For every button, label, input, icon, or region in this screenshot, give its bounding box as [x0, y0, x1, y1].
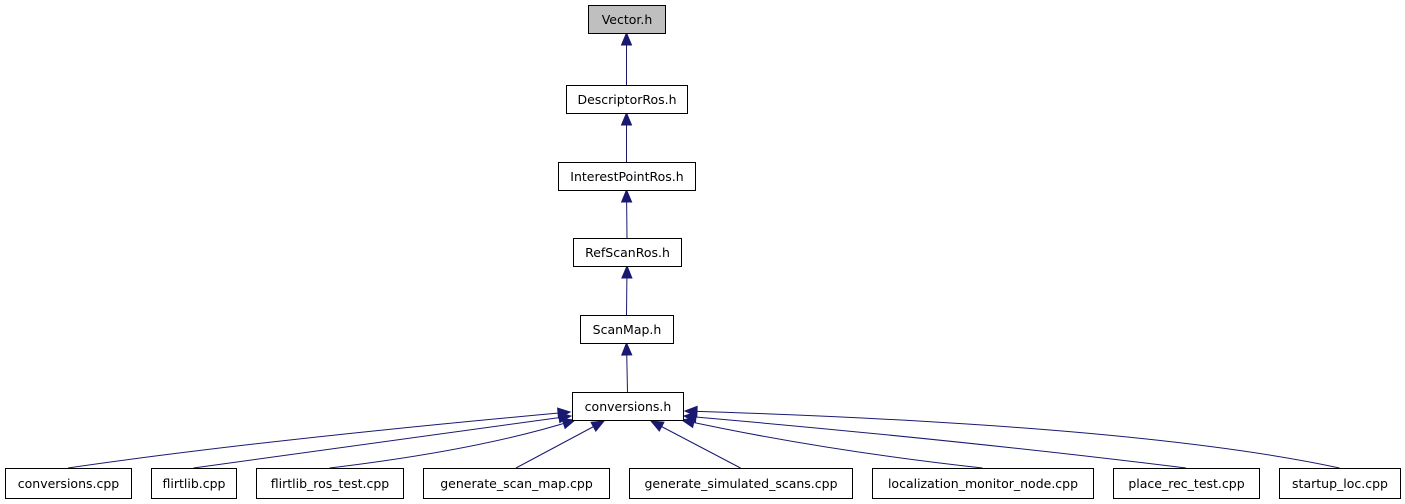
- node-conversions-cpp[interactable]: conversions.cpp: [5, 468, 132, 499]
- node-box: [558, 162, 696, 191]
- node-box: [256, 468, 404, 499]
- node-label: startup_loc.cpp: [1292, 476, 1388, 491]
- node-box: [5, 468, 132, 499]
- edge-flirtlib-ros-test-cpp-to-conversions-h-arrowhead: [561, 418, 577, 430]
- edge-scanmap-h-to-refscanros-h-arrowhead: [621, 264, 633, 279]
- node-box: [629, 468, 853, 499]
- node-box: [423, 468, 610, 499]
- node-generate-simulated-scans-cpp[interactable]: generate_simulated_scans.cpp: [629, 468, 853, 499]
- edge-refscanros-h-to-interestpointros-h-arrowhead: [620, 188, 633, 203]
- node-place-rec-test-cpp[interactable]: place_rec_test.cpp: [1113, 468, 1260, 499]
- node-label: place_rec_test.cpp: [1128, 476, 1244, 491]
- node-box: [1279, 468, 1401, 499]
- node-label: DescriptorRos.h: [577, 92, 676, 107]
- node-generate-scan-map-cpp[interactable]: generate_scan_map.cpp: [423, 468, 610, 499]
- edge-interestpointros-h-to-descriptorros-h-arrowhead: [620, 111, 633, 126]
- node-box: [872, 468, 1094, 499]
- node-label: localization_monitor_node.cpp: [888, 476, 1078, 491]
- edge-startup-loc-cpp-to-conversions-h-arrowhead: [683, 405, 698, 418]
- node-flirtlib-cpp[interactable]: flirtlib.cpp: [151, 468, 237, 499]
- node-label: RefScanRos.h: [585, 245, 670, 260]
- node-label: generate_simulated_scans.cpp: [644, 476, 837, 491]
- node-box: [1113, 468, 1260, 499]
- node-label: flirtlib.cpp: [163, 476, 226, 491]
- node-interestpointros-h[interactable]: InterestPointRos.h: [558, 162, 696, 191]
- edge-place-rec-test-cpp-to-conversions-h: [683, 415, 1187, 469]
- node-box: [151, 468, 237, 499]
- edge-generate-simulated-scans-cpp-to-conversions-h: [650, 420, 741, 469]
- node-label: conversions.cpp: [18, 476, 120, 491]
- node-scanmap-h[interactable]: ScanMap.h: [580, 315, 674, 344]
- node-vector-h: Vector.h: [588, 5, 666, 34]
- node-box: [572, 392, 684, 421]
- edge-localization-monitor-node-cpp-to-conversions-h: [681, 419, 983, 469]
- node-box: [573, 238, 682, 267]
- edge-generate-scan-map-cpp-to-conversions-h: [515, 420, 605, 469]
- node-refscanros-h[interactable]: RefScanRos.h: [573, 238, 682, 267]
- node-box: [580, 315, 674, 344]
- edge-conversions-cpp-to-conversions-h: [67, 411, 571, 469]
- node-label: flirtlib_ros_test.cpp: [271, 476, 390, 491]
- node-localization-monitor-node-cpp[interactable]: localization_monitor_node.cpp: [872, 468, 1094, 499]
- node-label: ScanMap.h: [593, 322, 662, 337]
- edge-flirtlib-ros-test-cpp-to-conversions-h: [329, 419, 576, 469]
- node-descriptorros-h[interactable]: DescriptorRos.h: [566, 85, 688, 114]
- node-startup-loc-cpp[interactable]: startup_loc.cpp: [1279, 468, 1401, 499]
- edge-flirtlib-cpp-to-conversions-h: [193, 415, 572, 469]
- edge-conversions-h-to-scanmap-h-arrowhead: [621, 341, 633, 356]
- node-flirtlib-ros-test-cpp[interactable]: flirtlib_ros_test.cpp: [256, 468, 404, 499]
- edge-startup-loc-cpp-to-conversions-h: [684, 410, 1340, 469]
- edge-generate-scan-map-cpp-to-conversions-h-arrowhead: [590, 420, 606, 432]
- node-label: InterestPointRos.h: [570, 169, 683, 184]
- edges-layer: [67, 31, 1340, 469]
- node-box: [566, 85, 688, 114]
- node-label: generate_scan_map.cpp: [440, 476, 593, 491]
- nodes-layer: Vector.hDescriptorRos.hInterestPointRos.…: [5, 5, 1401, 499]
- node-label: conversions.h: [585, 399, 672, 414]
- node-conversions-h[interactable]: conversions.h: [572, 392, 684, 421]
- edge-descriptorros-h-to-vector-h-arrowhead: [620, 31, 633, 46]
- node-box: [588, 5, 666, 34]
- edge-generate-simulated-scans-cpp-to-conversions-h-arrowhead: [649, 420, 665, 432]
- node-label: Vector.h: [602, 12, 653, 27]
